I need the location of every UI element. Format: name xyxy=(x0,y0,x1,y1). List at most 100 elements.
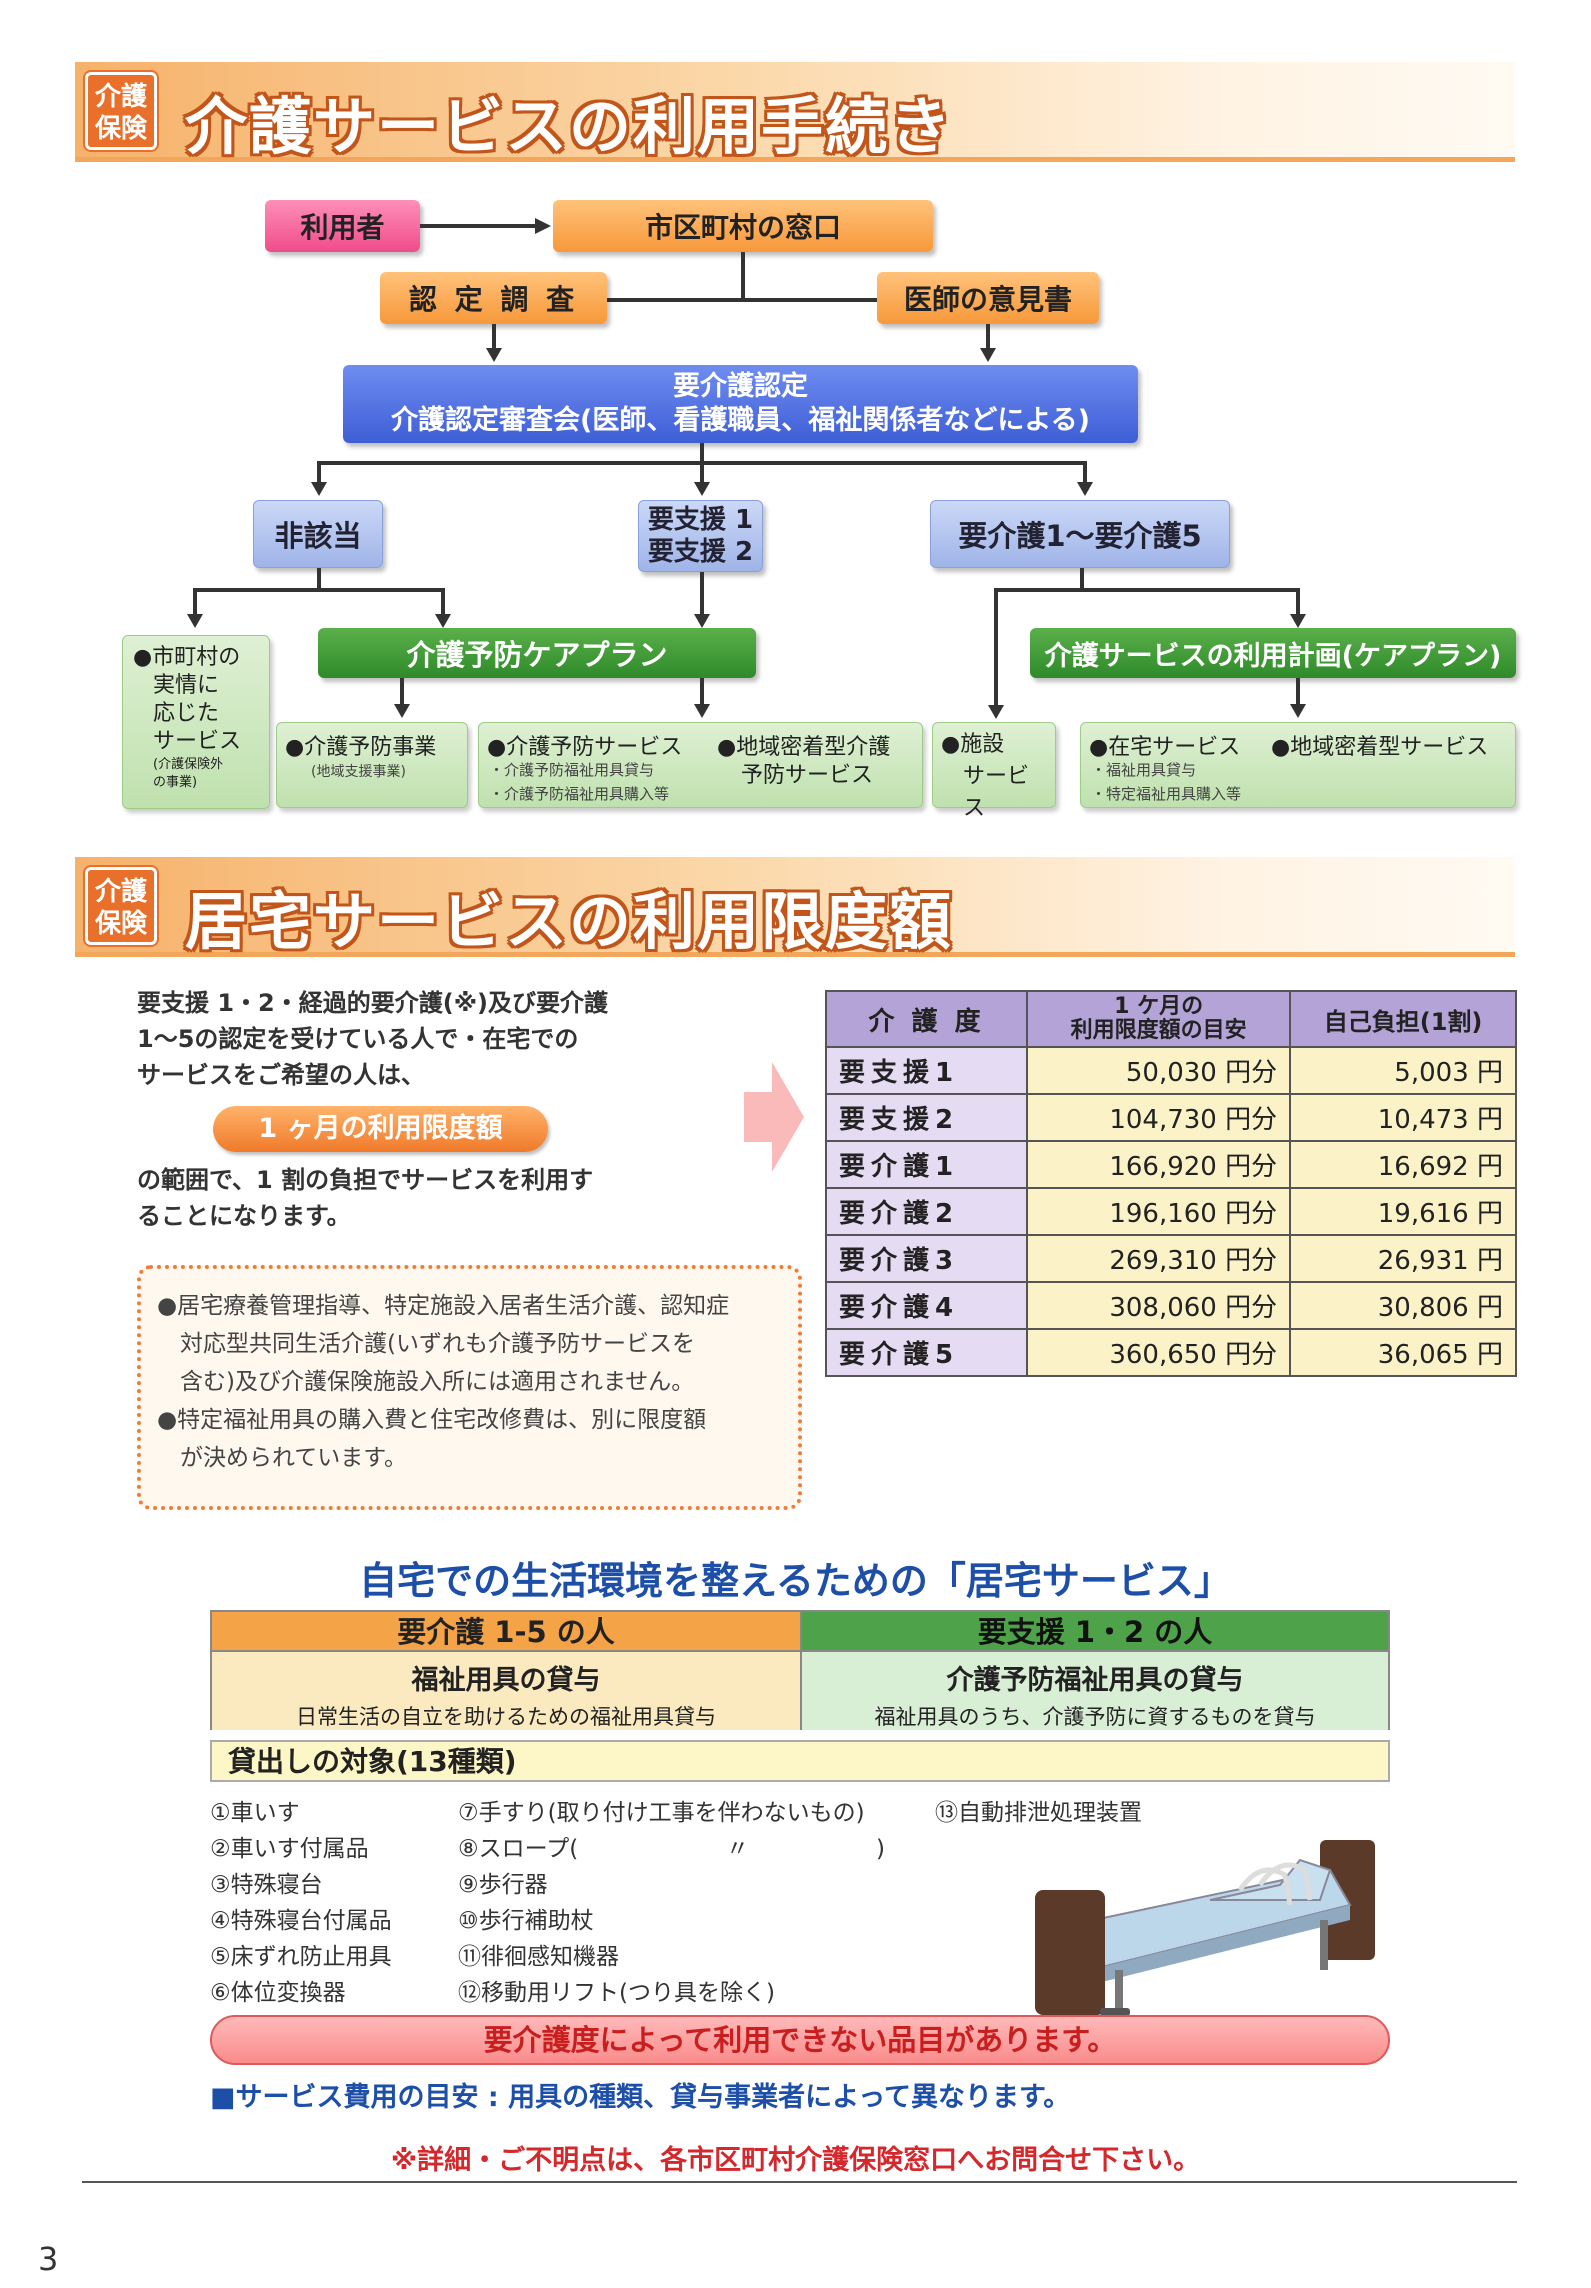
limit-intro: 要支援 1・2・経過的要介護(※)及び要介護 1〜5の認定を受けている人で・在宅… xyxy=(137,985,657,1093)
rental-item: ③特殊寝台 xyxy=(210,1872,323,1898)
arrow xyxy=(694,482,710,496)
section-header-procedure: 介護 保険 介護サービスの利用手続き xyxy=(75,62,1515,163)
arrow xyxy=(486,348,502,362)
service-facility: ●施設 サービス xyxy=(932,722,1056,821)
rental-desc: 日常生活の自立を助けるための福祉用具貸与 xyxy=(296,1705,716,1729)
monthly-limit: 308,060 円分 xyxy=(1026,1281,1292,1330)
municipal-text-5: (介護保険外 xyxy=(153,757,224,772)
certification-title: 要介護認定 xyxy=(673,371,808,402)
municipal-text-6: の事業) xyxy=(153,775,198,790)
care-level: 要介護3 xyxy=(824,1234,1029,1283)
rental-item: ⑥体位変換器 xyxy=(210,1980,346,2006)
connector xyxy=(317,568,321,590)
home-service-sub1: ・福祉用具貸与 xyxy=(1091,761,1197,779)
rental-item: ⑬自動排泄処理装置 xyxy=(935,1800,1142,1826)
limit-notes: ●居宅療養管理指導、特定施設入居者生活介護、認知症 対応型共同生活介護(いずれも… xyxy=(137,1265,802,1510)
prevention-service-sub1: ・介護予防福祉用具貸与 xyxy=(489,761,655,779)
arrow xyxy=(694,614,710,628)
intro-line-1: 要支援 1・2・経過的要介護(※)及び要介護 xyxy=(137,989,609,1017)
connector xyxy=(193,588,197,616)
section-title: 居宅サービスの利用限度額 xyxy=(185,885,954,958)
copay: 36,065 円 xyxy=(1289,1328,1517,1377)
care-level: 要介護4 xyxy=(824,1281,1029,1330)
arrow xyxy=(694,704,710,718)
arrow xyxy=(1290,704,1306,718)
copay: 30,806 円 xyxy=(1289,1281,1517,1330)
right-arrow-icon xyxy=(744,1062,804,1176)
municipal-text-4: サービス xyxy=(153,729,242,754)
badge-line-2: 保険 xyxy=(94,909,147,939)
flow-survey: 認 定 調 査 xyxy=(380,272,607,324)
rental-item: ⑤床ずれ防止用具 xyxy=(210,1944,392,1970)
prevention-service-title: ●介護予防サービス xyxy=(487,735,683,760)
section-header-limit: 介護 保険 居宅サービスの利用限度額 xyxy=(75,857,1515,958)
flow-not-applicable: 非該当 xyxy=(253,500,383,568)
rental-item: ⑫移動用リフト(つり具を除く) xyxy=(458,1980,775,2006)
connector xyxy=(492,324,496,350)
flow-user: 利用者 xyxy=(265,200,420,252)
intro-line-3: サービスをご希望の人は、 xyxy=(137,1061,425,1089)
flow-care-plan: 介護サービスの利用計画(ケアプラン) xyxy=(1030,628,1516,678)
flow-support-levels: 要支援 1 要支援 2 xyxy=(638,500,763,572)
rental-item: ⑩歩行補助杖 xyxy=(458,1908,594,1934)
section-title: 介護サービスの利用手続き xyxy=(185,90,954,163)
home-service-heading: 自宅での生活環境を整えるための「居宅サービス」 xyxy=(359,1559,1232,1603)
care-level: 要介護5 xyxy=(824,1328,1029,1377)
connector xyxy=(700,572,704,624)
service-prevention-project: ●介護予防事業 (地域支援事業) xyxy=(276,722,468,808)
community-prevention-1: ●地域密着型介護 xyxy=(717,735,891,760)
copay: 10,473 円 xyxy=(1289,1093,1517,1142)
col-care-level: 介 護 度 xyxy=(824,990,1029,1048)
connector xyxy=(1083,461,1087,486)
copay: 19,616 円 xyxy=(1289,1187,1517,1236)
ditto-mark: 〃 xyxy=(726,1836,749,1862)
connector xyxy=(994,588,998,706)
slope-close: ) xyxy=(876,1836,885,1862)
note-line-5: が決められています。 xyxy=(180,1445,408,1471)
care-level: 要支援2 xyxy=(824,1093,1029,1142)
connector xyxy=(994,588,1300,592)
limit-after-text: の範囲で、1 割の負担でサービスを利用す ることになります。 xyxy=(137,1162,657,1234)
care-insurance-badge: 介護 保険 xyxy=(85,72,157,150)
prevention-project-title: ●介護予防事業 xyxy=(285,735,437,760)
copay: 5,003 円 xyxy=(1289,1046,1517,1095)
facility-text-1: ●施設 xyxy=(941,732,1005,757)
flow-window: 市区町村の窓口 xyxy=(553,200,933,252)
service-prevention: ●介護予防サービス ・介護予防福祉用具貸与 ・介護予防福祉用具購入等 ●地域密着… xyxy=(478,722,923,808)
care-level: 要支援1 xyxy=(824,1046,1029,1095)
copay: 16,692 円 xyxy=(1289,1140,1517,1189)
monthly-limit: 104,730 円分 xyxy=(1026,1093,1292,1142)
monthly-limit: 269,310 円分 xyxy=(1026,1234,1292,1283)
connector xyxy=(700,461,704,486)
flow-prevention-plan: 介護予防ケアプラン xyxy=(318,628,756,678)
certification-committee: 介護認定審査会(医師、看護職員、福祉関係者などによる) xyxy=(391,405,1090,436)
rental-item: ②車いす付属品 xyxy=(210,1836,369,1862)
care-level: 要介護1 xyxy=(824,1140,1029,1189)
rental-item-slope: ⑧スロープ( 〃 ) xyxy=(458,1831,933,1867)
copay: 26,931 円 xyxy=(1289,1234,1517,1283)
table-header-row: 介 護 度 1 ケ月の 利用限度額の目安 自己負担(1割) xyxy=(824,990,1517,1048)
prevention-project-sub: (地域支援事業) xyxy=(311,764,406,780)
rental-items-title: 貸出しの対象(13種類) xyxy=(210,1740,1390,1782)
rental-item: ①車いす xyxy=(210,1800,300,1826)
badge-line-2: 保険 xyxy=(94,114,147,144)
monthly-limit: 50,030 円分 xyxy=(1026,1046,1292,1095)
col-monthly-limit-1: 1 ケ月の xyxy=(1114,994,1204,1019)
badge-line-1: 介護 xyxy=(94,877,147,907)
rental-items-col3: ⑬自動排泄処理装置 xyxy=(935,1795,1195,1831)
arrow xyxy=(435,614,451,628)
rental-title: 福祉用具の貸与 xyxy=(411,1665,601,1696)
cost-note: ■サービス費用の目安 : 用具の種類、貸与事業者によって異なります。 xyxy=(210,2082,1071,2113)
connector xyxy=(400,678,404,706)
rental-items-col2: ⑦手すり(取り付け工事を伴わないもの) ⑧スロープ( 〃 ) ⑨歩行器 ⑩歩行補… xyxy=(458,1795,933,2011)
arrow xyxy=(988,705,1004,719)
community-prevention-2: 予防サービス xyxy=(741,763,874,788)
flow-doctor-opinion: 医師の意見書 xyxy=(877,272,1099,324)
